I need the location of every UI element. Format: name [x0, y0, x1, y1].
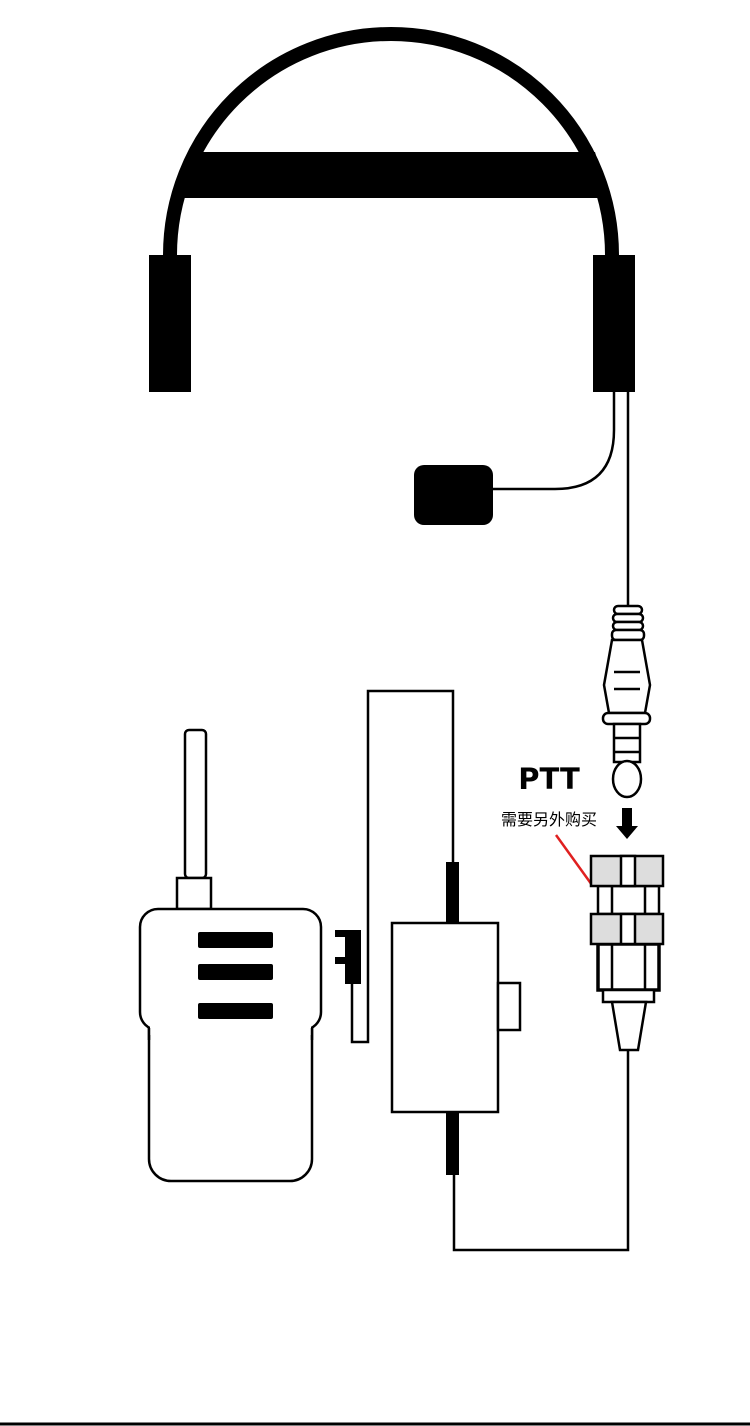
ptt-connector	[589, 854, 665, 1052]
microphone	[414, 465, 493, 525]
headband-arc	[163, 27, 619, 256]
headset	[149, 27, 635, 606]
purchase-separately-note: 需要另外购买	[500, 810, 598, 829]
mic-boom	[490, 392, 616, 491]
connector-to-box-cable	[452, 1050, 630, 1252]
down-arrow-icon	[616, 808, 638, 839]
ptt-label: PTT	[518, 762, 580, 796]
antenna	[183, 728, 208, 880]
cables	[350, 689, 630, 1252]
ptt-box-body	[390, 921, 500, 1114]
radio-plug	[335, 930, 361, 984]
ptt-box	[390, 862, 522, 1175]
audio-plug	[601, 604, 652, 799]
left-ear-cup	[149, 255, 191, 392]
right-ear-cup	[593, 255, 635, 392]
pointer-line	[554, 834, 594, 886]
ptt-button	[496, 981, 522, 1032]
headband-pad	[177, 152, 608, 198]
box-to-radio-cable	[350, 689, 455, 1044]
speaker-grille	[198, 932, 273, 1019]
walkie-talkie	[138, 728, 323, 1183]
